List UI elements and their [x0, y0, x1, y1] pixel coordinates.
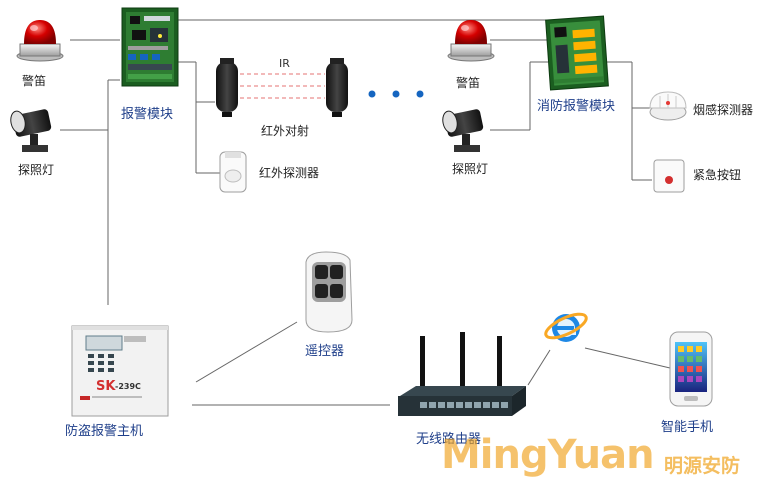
emergency-button-icon: [653, 159, 685, 193]
continuation-dots: [368, 90, 424, 98]
host-brand-text: SK: [96, 379, 116, 394]
alarm-module-label: 报警模块: [121, 107, 174, 122]
remote-control-icon: [305, 251, 353, 333]
ir-beam-tag: IR: [279, 57, 290, 70]
line-ie-to-phone: [584, 347, 671, 369]
siren-icon-right: [447, 20, 495, 62]
fire-alarm-module-label: 消防报警模块: [537, 99, 616, 114]
spotlight-label-right: 探照灯: [452, 162, 489, 176]
wireless-router-icon: [398, 332, 526, 416]
smoke-detector-label: 烟感探测器: [693, 103, 754, 117]
ir-beam-transmitter: [216, 58, 238, 117]
smoke-detector-icon: [649, 91, 687, 121]
alarm-host-panel: [71, 325, 169, 417]
spotlight-icon-left: [10, 109, 52, 152]
smartphone-icon: [669, 331, 713, 407]
ir-detector-icon: [219, 151, 247, 193]
ir-detector-label: 红外探测器: [259, 166, 320, 180]
spotlight-label-left: 探照灯: [18, 163, 55, 177]
ir-beam-label: 红外对射: [261, 124, 310, 138]
spotlight-icon-right: [442, 109, 484, 152]
alarm-module-board: [121, 7, 179, 87]
connection-lines: [60, 19, 671, 406]
ir-beams: [240, 73, 325, 99]
watermark-english: MingYuan: [441, 432, 655, 478]
siren-label-left: 警笛: [22, 74, 47, 88]
internet-browser-icon: [544, 312, 588, 342]
emergency-button-label: 紧急按钮: [693, 168, 742, 182]
fire-alarm-module-board: [545, 15, 609, 91]
line-router-to-ie: [527, 349, 551, 386]
host-model-text: -239C: [115, 382, 141, 391]
alarm-host-label: 防盗报警主机: [65, 424, 144, 439]
siren-label-right: 警笛: [456, 76, 481, 90]
line-remote-to-host: [195, 321, 298, 383]
watermark-chinese: 明源安防: [664, 455, 741, 477]
ir-beam-receiver: [326, 58, 348, 117]
siren-icon-left: [16, 20, 64, 62]
smartphone-label: 智能手机: [661, 420, 714, 435]
remote-control-label: 遥控器: [305, 344, 345, 359]
router-label: 无线路由器: [416, 432, 482, 447]
